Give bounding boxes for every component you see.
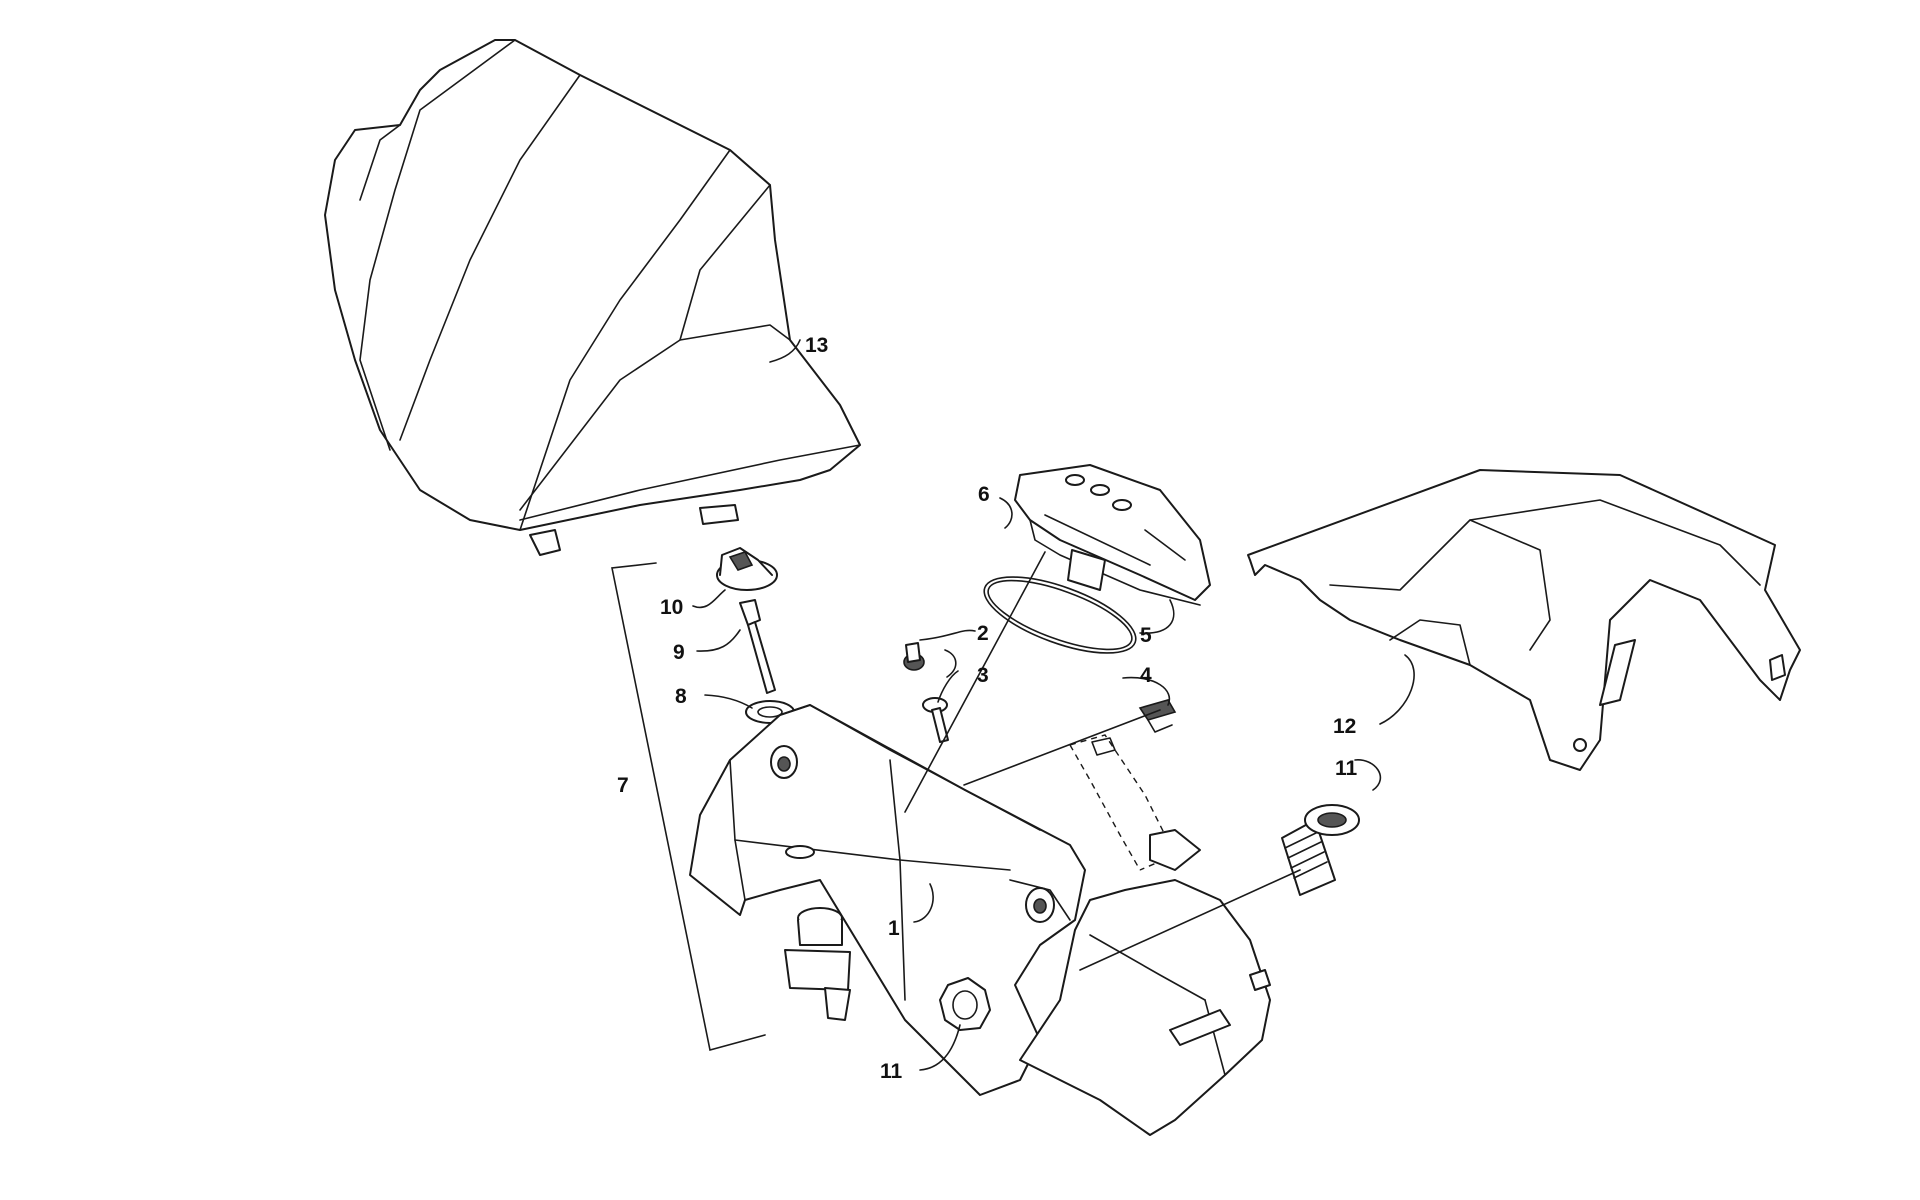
callout-1: 1 xyxy=(888,917,900,940)
power-socket-part xyxy=(1281,804,1360,896)
leader-lines xyxy=(692,339,1415,1071)
callout-7: 7 xyxy=(617,774,629,797)
callout-6: 6 xyxy=(978,483,990,506)
callout-11-right: 11 xyxy=(1335,757,1358,780)
callout-3: 3 xyxy=(977,664,989,687)
callout-13: 13 xyxy=(805,334,828,357)
callout-10: 10 xyxy=(660,596,683,619)
callout-12: 12 xyxy=(1333,715,1356,738)
steering-cover-part xyxy=(1019,879,1271,1136)
callout-labels: 13 10 9 8 7 6 5 4 3 2 1 11 11 12 xyxy=(617,334,1358,1083)
connector-clip-part xyxy=(1069,699,1201,871)
callout-9: 9 xyxy=(673,641,685,664)
callout-2: 2 xyxy=(977,622,989,645)
gasket-ring-part xyxy=(983,576,1137,654)
screw-part xyxy=(903,642,925,671)
handlebar-cover-part xyxy=(1247,469,1801,771)
callout-5: 5 xyxy=(1140,624,1152,647)
key-part xyxy=(739,599,776,694)
bolt-part xyxy=(922,697,949,743)
windshield-part xyxy=(324,39,861,556)
callout-4: 4 xyxy=(1140,664,1152,687)
callout-8: 8 xyxy=(675,685,687,708)
retaining-nut-part xyxy=(939,977,991,1031)
instrument-housing-part xyxy=(689,704,1086,1096)
callout-11-left: 11 xyxy=(880,1060,903,1083)
ignition-assembly-bracket xyxy=(611,562,766,1051)
gauge-cluster-part xyxy=(1014,464,1211,606)
ignition-switch-part xyxy=(784,907,851,1021)
key-cap-part xyxy=(716,547,778,591)
